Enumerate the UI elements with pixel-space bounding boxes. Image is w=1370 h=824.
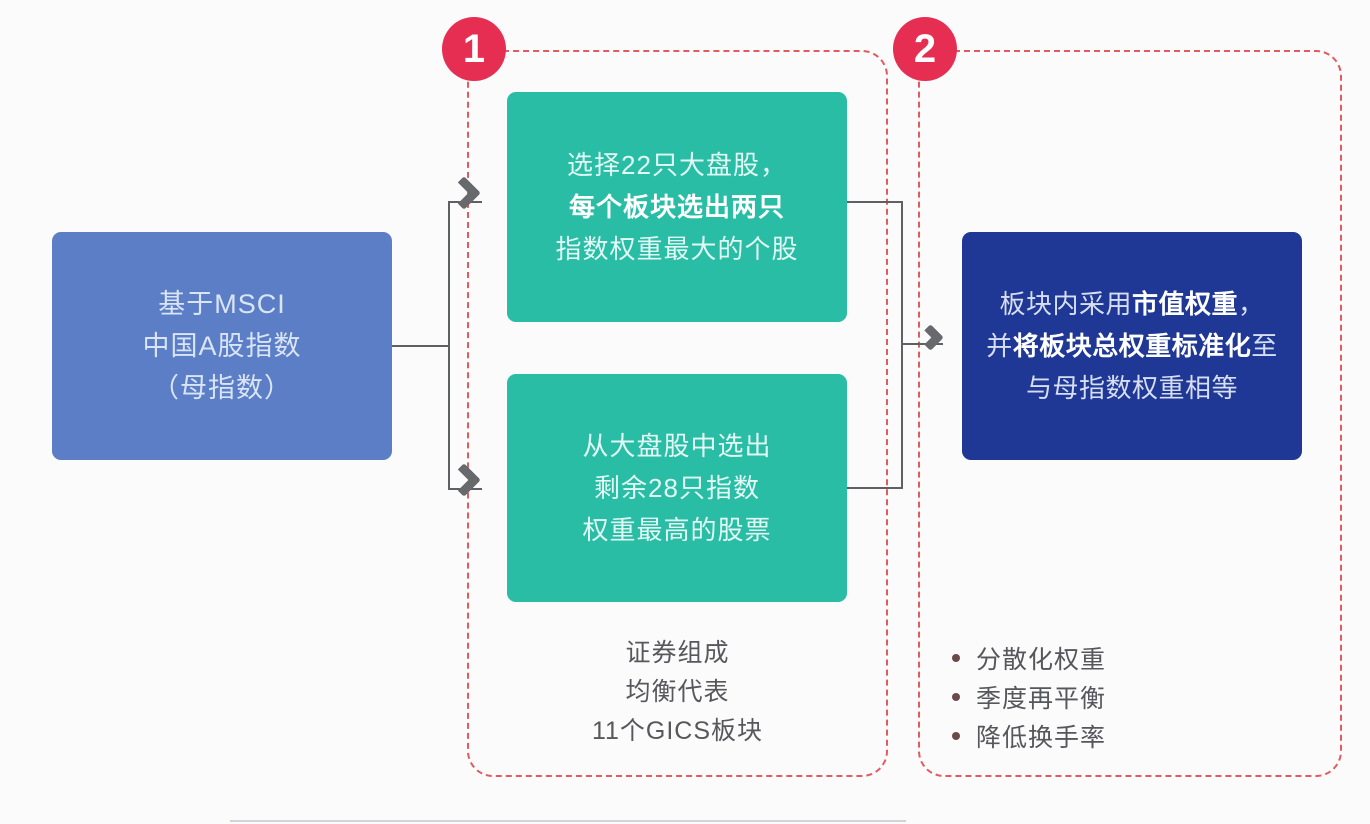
bullet-item: 季度再平衡 (952, 677, 1106, 716)
bullet-dot-icon (952, 692, 960, 701)
source-line-1: 基于MSCI (158, 289, 286, 319)
source-line-2: 中国A股指数 (142, 331, 302, 361)
connector-source-horizontal (392, 345, 449, 347)
bullet-item: 降低换手率 (952, 716, 1106, 755)
teal-bottom-line-3: 权重最高的股票 (582, 515, 772, 545)
step1-number: 1 (462, 26, 486, 71)
connector-bottom-branch (448, 488, 482, 490)
navy-line-3: 与母指数权重相等 (1025, 373, 1238, 403)
bullet-label-2: 季度再平衡 (976, 684, 1107, 713)
step2-dashed-group (918, 50, 1342, 777)
caption-line-1: 证券组成 (625, 639, 730, 667)
navy-line-2: 并将板块总权重标准化至 (986, 325, 1278, 367)
teal-top-line-3: 指数权重最大的个股 (555, 234, 799, 264)
teal-bottom-line-2: 剩余28只指数 (594, 473, 760, 503)
step1-number-badge: 1 (442, 17, 506, 81)
large-cap-selection-box: 选择22只大盘股， 每个板块选出两只 指数权重最大的个股 (507, 92, 847, 322)
remaining-selection-box: 从大盘股中选出 剩余28只指数 权重最高的股票 (507, 374, 847, 602)
caption-line-2: 均衡代表 (625, 678, 730, 706)
navy-line-2-normal-a: 并 (986, 331, 1013, 361)
navy-line-2-bold: 将板块总权重标准化 (1012, 331, 1252, 361)
bottom-edge-line (230, 820, 906, 822)
bullet-dot-icon (952, 653, 960, 662)
navy-line-1-comma: ， (1238, 289, 1265, 319)
step1-caption: 证券组成 均衡代表 11个GICS板块 (467, 634, 888, 751)
teal-top-line-2: 每个板块选出两只 (568, 192, 785, 222)
connector-teal-top-out (847, 201, 903, 203)
bullet-label-1: 分散化权重 (976, 645, 1107, 674)
bullet-label-3: 降低换手率 (976, 723, 1107, 752)
step1-dashed-group (467, 50, 888, 777)
navy-line-2-normal-b: 至 (1251, 331, 1278, 361)
navy-line-1-bold: 市值权重 (1131, 289, 1238, 319)
bullet-item: 分散化权重 (952, 638, 1106, 677)
navy-line-1: 板块内采用市值权重， (999, 283, 1264, 325)
teal-bottom-line-1: 从大盘股中选出 (582, 431, 772, 461)
step2-number: 2 (913, 26, 937, 71)
source-line-3: （母指数） (152, 373, 292, 403)
bullet-dot-icon (952, 731, 960, 740)
connector-merge-vertical (901, 201, 903, 489)
connector-merge-horizontal (901, 343, 943, 345)
step2-bullet-list: 分散化权重 季度再平衡 降低换手率 (952, 638, 1106, 755)
caption-line-3: 11个GICS板块 (591, 717, 764, 745)
step2-number-badge: 2 (893, 17, 957, 81)
connector-split-vertical (448, 201, 450, 490)
teal-top-line-1: 选择22只大盘股， (567, 150, 787, 180)
connector-top-branch (448, 201, 482, 203)
source-index-box: 基于MSCI 中国A股指数 （母指数） (52, 232, 392, 460)
navy-line-1-normal: 板块内采用 (999, 289, 1132, 319)
sector-weighting-box: 板块内采用市值权重， 并将板块总权重标准化至 与母指数权重相等 (962, 232, 1302, 460)
connector-teal-bottom-out (847, 487, 903, 489)
